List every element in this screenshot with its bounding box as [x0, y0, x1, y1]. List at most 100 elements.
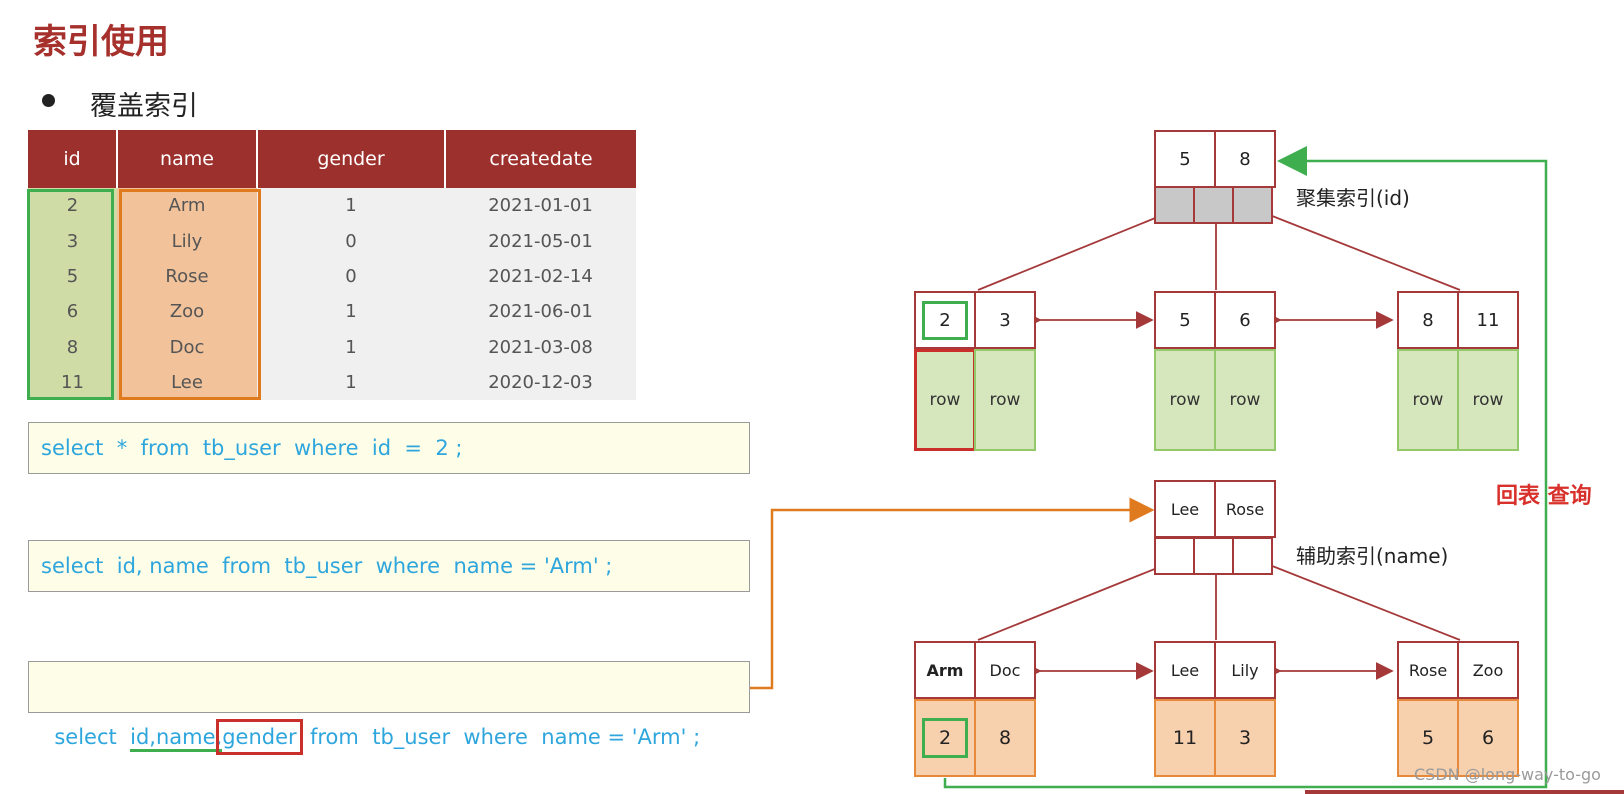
clustered-leaf-1-rows: row row: [914, 349, 1036, 451]
clustered-leaf-3-rows: row row: [1397, 349, 1519, 451]
cell-gender: 1: [257, 364, 445, 401]
secondary-leaf-2-vals: 11 3: [1154, 699, 1276, 777]
leaf-key: Doc: [974, 641, 1036, 699]
clustered-leaf-3: 8 11: [1397, 291, 1519, 349]
table-row: 11 Lee 1 2020-12-03: [28, 364, 636, 401]
cell-name: Doc: [117, 329, 257, 365]
clustered-leaf-1: 2 3: [914, 291, 1036, 349]
node-key: 5: [1154, 130, 1216, 188]
leaf-row: row: [1397, 349, 1459, 451]
leaf-key: 6: [1214, 291, 1276, 349]
cell-name: Rose: [117, 258, 257, 295]
cell-id: 5: [28, 258, 117, 295]
secondary-leaf-1: Arm Doc: [914, 641, 1036, 699]
sql-query-1: select * from tb_user where id = 2 ;: [28, 422, 750, 474]
pointer-cell: [1193, 186, 1234, 224]
leaf-key: 5: [1154, 291, 1216, 349]
leaf-value: 8: [974, 699, 1036, 777]
sql-query-3-prefix: select: [54, 725, 131, 749]
cell-id: 3: [28, 223, 117, 259]
secondary-leaf-3: Rose Zoo: [1397, 641, 1519, 699]
secondary-leaf-2: Lee Lily: [1154, 641, 1276, 699]
leaf-key: Rose: [1397, 641, 1459, 699]
table-row: 6 Zoo 1 2021-06-01: [28, 294, 636, 330]
node-key: 8: [1214, 130, 1276, 188]
leaf-key: Arm: [914, 641, 976, 699]
name-column-highlight: [119, 189, 261, 400]
watermark: CSDN @long-way-to-go: [1414, 765, 1601, 784]
pointer-cell: [1154, 186, 1195, 224]
id-column-highlight: [27, 189, 114, 400]
leaf-key: 8: [1397, 291, 1459, 349]
col-header-createdate: createdate: [445, 130, 636, 188]
cell-createdate: 2021-05-01: [445, 223, 636, 259]
leaf-value: 2: [914, 699, 976, 777]
secondary-leaf-3-vals: 5 6: [1397, 699, 1519, 777]
leaf-value: 11: [1154, 699, 1216, 777]
cell-gender: 1: [257, 294, 445, 330]
leaf-key: 3: [974, 291, 1036, 349]
pointer-cell: [1193, 537, 1234, 575]
pointer-cell: [1232, 537, 1273, 575]
secondary-root-node: Lee Rose: [1154, 480, 1276, 538]
leaf-row: row: [1457, 349, 1519, 451]
leaf-key: 11: [1457, 291, 1519, 349]
col-header-id: id: [28, 130, 118, 188]
node-key: Rose: [1214, 480, 1276, 538]
leaf-key: Zoo: [1457, 641, 1519, 699]
col-header-name: name: [117, 130, 258, 188]
section-heading: 覆盖索引: [90, 91, 198, 122]
uncovered-column: gender: [216, 719, 303, 755]
table-row: 8 Doc 1 2021-03-08: [28, 329, 636, 365]
cell-name: Lily: [117, 223, 257, 259]
leaf-key: Lily: [1214, 641, 1276, 699]
table-row: 2 Arm 1 2021-01-01: [28, 188, 636, 224]
cell-createdate: 2021-03-08: [445, 329, 636, 365]
covered-columns: id,name,: [130, 725, 223, 752]
cell-createdate: 2021-06-01: [445, 294, 636, 330]
pointer-cell: [1232, 186, 1273, 224]
leaf-value: 6: [1457, 699, 1519, 777]
col-header-gender: gender: [257, 130, 446, 188]
cell-gender: 1: [257, 329, 445, 365]
leaf-value: 3: [1214, 699, 1276, 777]
node-key: Lee: [1154, 480, 1216, 538]
cell-id: 8: [28, 329, 117, 365]
cell-name: Arm: [117, 188, 257, 224]
bullet-icon: [42, 94, 55, 107]
cell-name: Zoo: [117, 294, 257, 330]
cell-createdate: 2021-01-01: [445, 188, 636, 224]
sql-query-3-suffix: from tb_user where name = 'Arm' ;: [296, 725, 701, 749]
clustered-leaf-2: 5 6: [1154, 291, 1276, 349]
table-row: 3 Lily 0 2021-05-01: [28, 223, 636, 259]
cell-id: 11: [28, 364, 117, 401]
leaf-row: row: [1154, 349, 1216, 451]
clustered-root-pointers: [1154, 186, 1273, 224]
back-lookup-label: 回表 查询: [1496, 484, 1592, 509]
secondary-root-pointers: [1154, 537, 1273, 575]
cell-id: 2: [28, 188, 117, 224]
leaf-key: Lee: [1154, 641, 1216, 699]
cell-createdate: 2021-02-14: [445, 258, 636, 295]
cell-id: 6: [28, 294, 117, 330]
page-title: 索引使用: [33, 22, 169, 62]
cell-createdate: 2020-12-03: [445, 364, 636, 401]
secondary-index-label: 辅助索引(name): [1296, 544, 1449, 568]
cell-gender: 0: [257, 258, 445, 295]
table-row: 5 Rose 0 2021-02-14: [28, 258, 636, 295]
clustered-root-node: 5 8: [1154, 130, 1276, 188]
sql-query-2: select id, name from tb_user where name …: [28, 540, 750, 592]
cell-gender: 1: [257, 188, 445, 224]
matched-key: 2: [922, 300, 968, 340]
clustered-leaf-2-rows: row row: [1154, 349, 1276, 451]
user-table: id name gender createdate 2 Arm 1 2021-0…: [28, 130, 636, 401]
matched-id-value: 2: [921, 718, 969, 758]
matched-row: row: [914, 349, 976, 451]
leaf-key: 2: [914, 291, 976, 349]
cell-gender: 0: [257, 223, 445, 259]
leaf-row: row: [974, 349, 1036, 451]
cell-name: Lee: [117, 364, 257, 401]
leaf-row: row: [1214, 349, 1276, 451]
sql-query-3: select id,name,gender from tb_user where…: [28, 661, 750, 755]
